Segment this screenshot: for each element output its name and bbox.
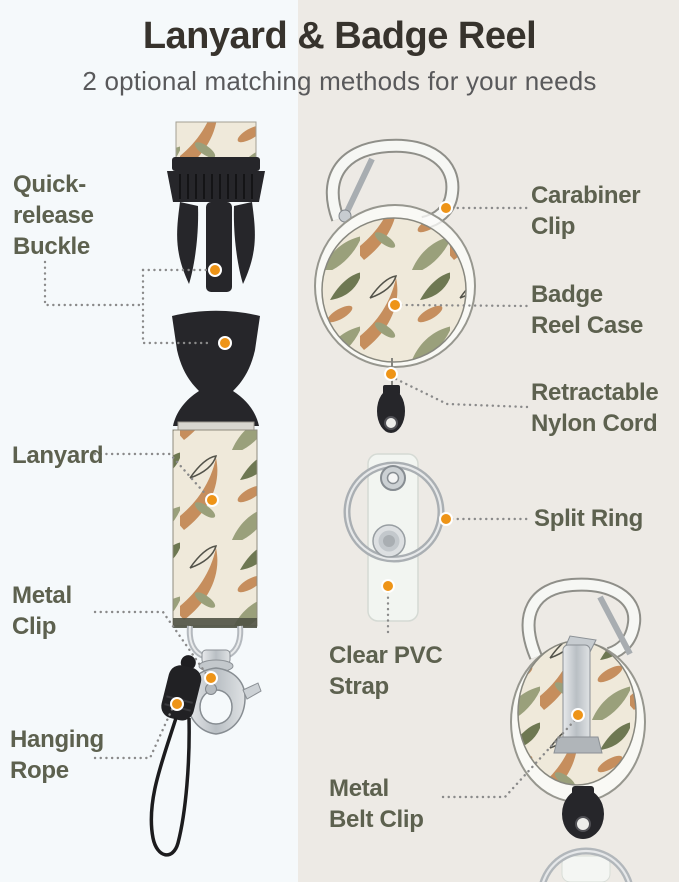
clear-pvc-strap-back-partial [561, 855, 611, 882]
quick-release-buckle-female [172, 310, 260, 435]
marker-retractable-nylon-cord [384, 367, 398, 381]
quick-release-buckle-male [167, 157, 265, 292]
metal-belt-clip-illustration [553, 635, 603, 754]
leader-hanging-rope [93, 705, 175, 760]
cord-stopper-back [562, 786, 604, 839]
label-badge-reel-case: Badge Reel Case [531, 281, 644, 339]
marker-badge-reel-case [388, 298, 402, 312]
hanging-rope-illustration [149, 655, 202, 857]
lanyard-strap [172, 429, 258, 627]
marker-lanyard [205, 493, 219, 507]
leader-lines [43, 206, 577, 799]
badge-reel-front-illustration [314, 138, 476, 622]
strap-grommet [380, 465, 406, 491]
marker-metal-belt-clip [571, 708, 585, 722]
label-quick-release-buckle: Quick- release Buckle [13, 171, 94, 260]
marker-buckle-female [218, 336, 232, 350]
label-hanging-rope: Hanging Rope [10, 726, 104, 784]
badge-reel-case-pattern [321, 217, 467, 363]
snap-button [372, 524, 406, 558]
leader-buckle-female [141, 268, 213, 345]
marker-carabiner-clip [439, 201, 453, 215]
leader-metal-clip [93, 610, 209, 677]
marker-metal-clip [204, 671, 218, 685]
strap-fold [173, 618, 257, 628]
header: Lanyard & Badge Reel 2 optional matching… [0, 14, 679, 96]
label-split-ring: Split Ring [534, 505, 643, 532]
point-markers [170, 201, 585, 722]
metal-clip-illustration [186, 625, 262, 735]
page-title: Lanyard & Badge Reel [142, 15, 537, 57]
label-metal-clip: Metal Clip [12, 582, 72, 640]
badge-reel-back-illustration [510, 577, 646, 882]
label-metal-belt-clip: Metal Belt Clip [329, 775, 424, 833]
leader-metal-belt-clip [441, 718, 577, 799]
leader-lanyard [93, 452, 210, 499]
split-ring-illustration [343, 461, 445, 563]
label-lanyard: Lanyard [12, 442, 104, 469]
label-clear-pvc-strap: Clear PVC Strap [329, 642, 443, 700]
cord-stopper [377, 385, 405, 433]
leader-badge-reel-case [399, 303, 530, 308]
marker-hanging-rope [170, 697, 184, 711]
leader-quick-release-buckle [43, 260, 145, 307]
lanyard-illustration [149, 121, 265, 857]
marker-buckle-male [208, 263, 222, 277]
marker-clear-pvc-strap [381, 579, 395, 593]
page-subtitle: 2 optional matching methods for your nee… [82, 66, 597, 96]
label-retractable-nylon-cord: Retractable Nylon Cord [531, 379, 659, 437]
marker-split-ring [439, 512, 453, 526]
leader-retractable-nylon-cord [394, 377, 529, 409]
carabiner-clip-back [521, 577, 642, 661]
label-carabiner-clip: Carabiner Clip [531, 182, 641, 240]
split-ring-back-partial [539, 847, 633, 882]
